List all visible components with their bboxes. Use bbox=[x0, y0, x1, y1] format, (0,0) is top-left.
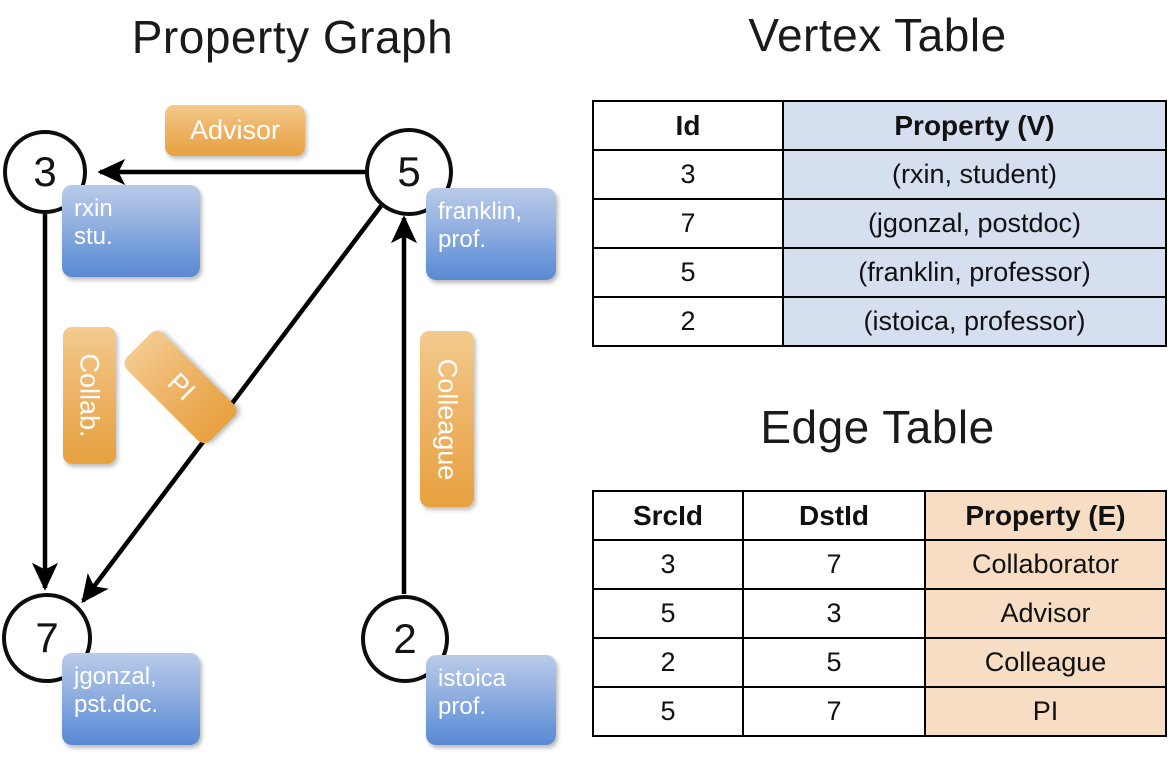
vertex-header-property: Property (V) bbox=[782, 100, 1167, 151]
edge-label-advisor: Advisor bbox=[165, 105, 305, 156]
node-3-property-line2: stu. bbox=[74, 223, 113, 251]
node-7-property-line1: jgonzal, bbox=[74, 663, 157, 690]
table-row[interactable]: 3 7 Collaborator bbox=[592, 539, 1167, 590]
node-5-property-callout: franklin, prof. bbox=[426, 188, 556, 280]
node-2-property-callout: istoica prof. bbox=[426, 655, 556, 745]
table-row[interactable]: 2 (istoica, professor) bbox=[592, 296, 1167, 347]
node-5-property-line2: prof. bbox=[438, 226, 487, 254]
edge-label-colleague-text: Colleague bbox=[432, 358, 463, 480]
edge-table: SrcId DstId Property (E) 3 7 Collaborato… bbox=[592, 490, 1167, 737]
table-row[interactable]: 5 7 PI bbox=[592, 686, 1167, 737]
edge-label-collab-text: Collab. bbox=[75, 353, 106, 438]
edge-header-property: Property (E) bbox=[924, 490, 1167, 541]
vertex-cell-id: 3 bbox=[592, 149, 784, 200]
edge-cell-property: PI bbox=[924, 686, 1167, 737]
edge-cell-srcid: 2 bbox=[592, 637, 744, 688]
table-row[interactable]: 5 (franklin, professor) bbox=[592, 247, 1167, 298]
edge-cell-property: Collaborator bbox=[924, 539, 1167, 590]
edge-cell-dstid: 5 bbox=[742, 637, 926, 688]
vertex-cell-property: (istoica, professor) bbox=[782, 296, 1167, 347]
node-2-property-line2: prof. bbox=[438, 693, 487, 721]
vertex-table: Id Property (V) 3 (rxin, student) 7 (jgo… bbox=[592, 100, 1167, 347]
edge-header-dstid: DstId bbox=[742, 490, 926, 541]
vertex-cell-id: 7 bbox=[592, 198, 784, 249]
vertex-cell-property: (jgonzal, postdoc) bbox=[782, 198, 1167, 249]
edge-cell-srcid: 3 bbox=[592, 539, 744, 590]
edge-cell-property: Colleague bbox=[924, 637, 1167, 688]
table-row[interactable]: 2 5 Colleague bbox=[592, 637, 1167, 688]
vertex-cell-property: (rxin, student) bbox=[782, 149, 1167, 200]
vertex-cell-id: 2 bbox=[592, 296, 784, 347]
edge-cell-dstid: 7 bbox=[742, 686, 926, 737]
edge-label-pi: PI bbox=[120, 327, 241, 447]
edge-table-header-row: SrcId DstId Property (E) bbox=[592, 490, 1167, 541]
edge-label-collab: Collab. bbox=[63, 327, 116, 464]
node-2-property-line1: istoica bbox=[438, 665, 507, 692]
edge-cell-srcid: 5 bbox=[592, 686, 744, 737]
edge-cell-dstid: 3 bbox=[742, 588, 926, 639]
table-row[interactable]: 7 (jgonzal, postdoc) bbox=[592, 198, 1167, 249]
node-3-property-line1: rxin bbox=[74, 195, 113, 222]
edge-cell-property: Advisor bbox=[924, 588, 1167, 639]
edge-cell-srcid: 5 bbox=[592, 588, 744, 639]
node-7-property-line2: pst.doc. bbox=[74, 691, 159, 719]
table-row[interactable]: 5 3 Advisor bbox=[592, 588, 1167, 639]
table-row[interactable]: 3 (rxin, student) bbox=[592, 149, 1167, 200]
page-title-edge-table: Edge Table bbox=[760, 401, 995, 453]
page-title-vertex-table: Vertex Table bbox=[748, 9, 1007, 61]
edge-header-srcid: SrcId bbox=[592, 490, 744, 541]
vertex-header-id: Id bbox=[592, 100, 784, 151]
vertex-table-header-row: Id Property (V) bbox=[592, 100, 1167, 151]
edge-cell-dstid: 7 bbox=[742, 539, 926, 590]
node-7-property-callout: jgonzal, pst.doc. bbox=[62, 653, 200, 745]
edge-label-colleague: Colleague bbox=[420, 331, 474, 507]
page-title-property-graph: Property Graph bbox=[131, 11, 454, 63]
property-graph-panel: Property Graph 3 5 7 2 rxin stu. frankli… bbox=[2, 11, 556, 745]
graph-node-3[interactable]: 3 bbox=[3, 130, 87, 214]
vertex-cell-property: (franklin, professor) bbox=[782, 247, 1167, 298]
vertex-cell-id: 5 bbox=[592, 247, 784, 298]
node-5-property-line1: franklin, bbox=[438, 198, 523, 225]
edge-label-pi-text: PI bbox=[161, 367, 201, 407]
node-3-property-callout: rxin stu. bbox=[62, 185, 200, 277]
